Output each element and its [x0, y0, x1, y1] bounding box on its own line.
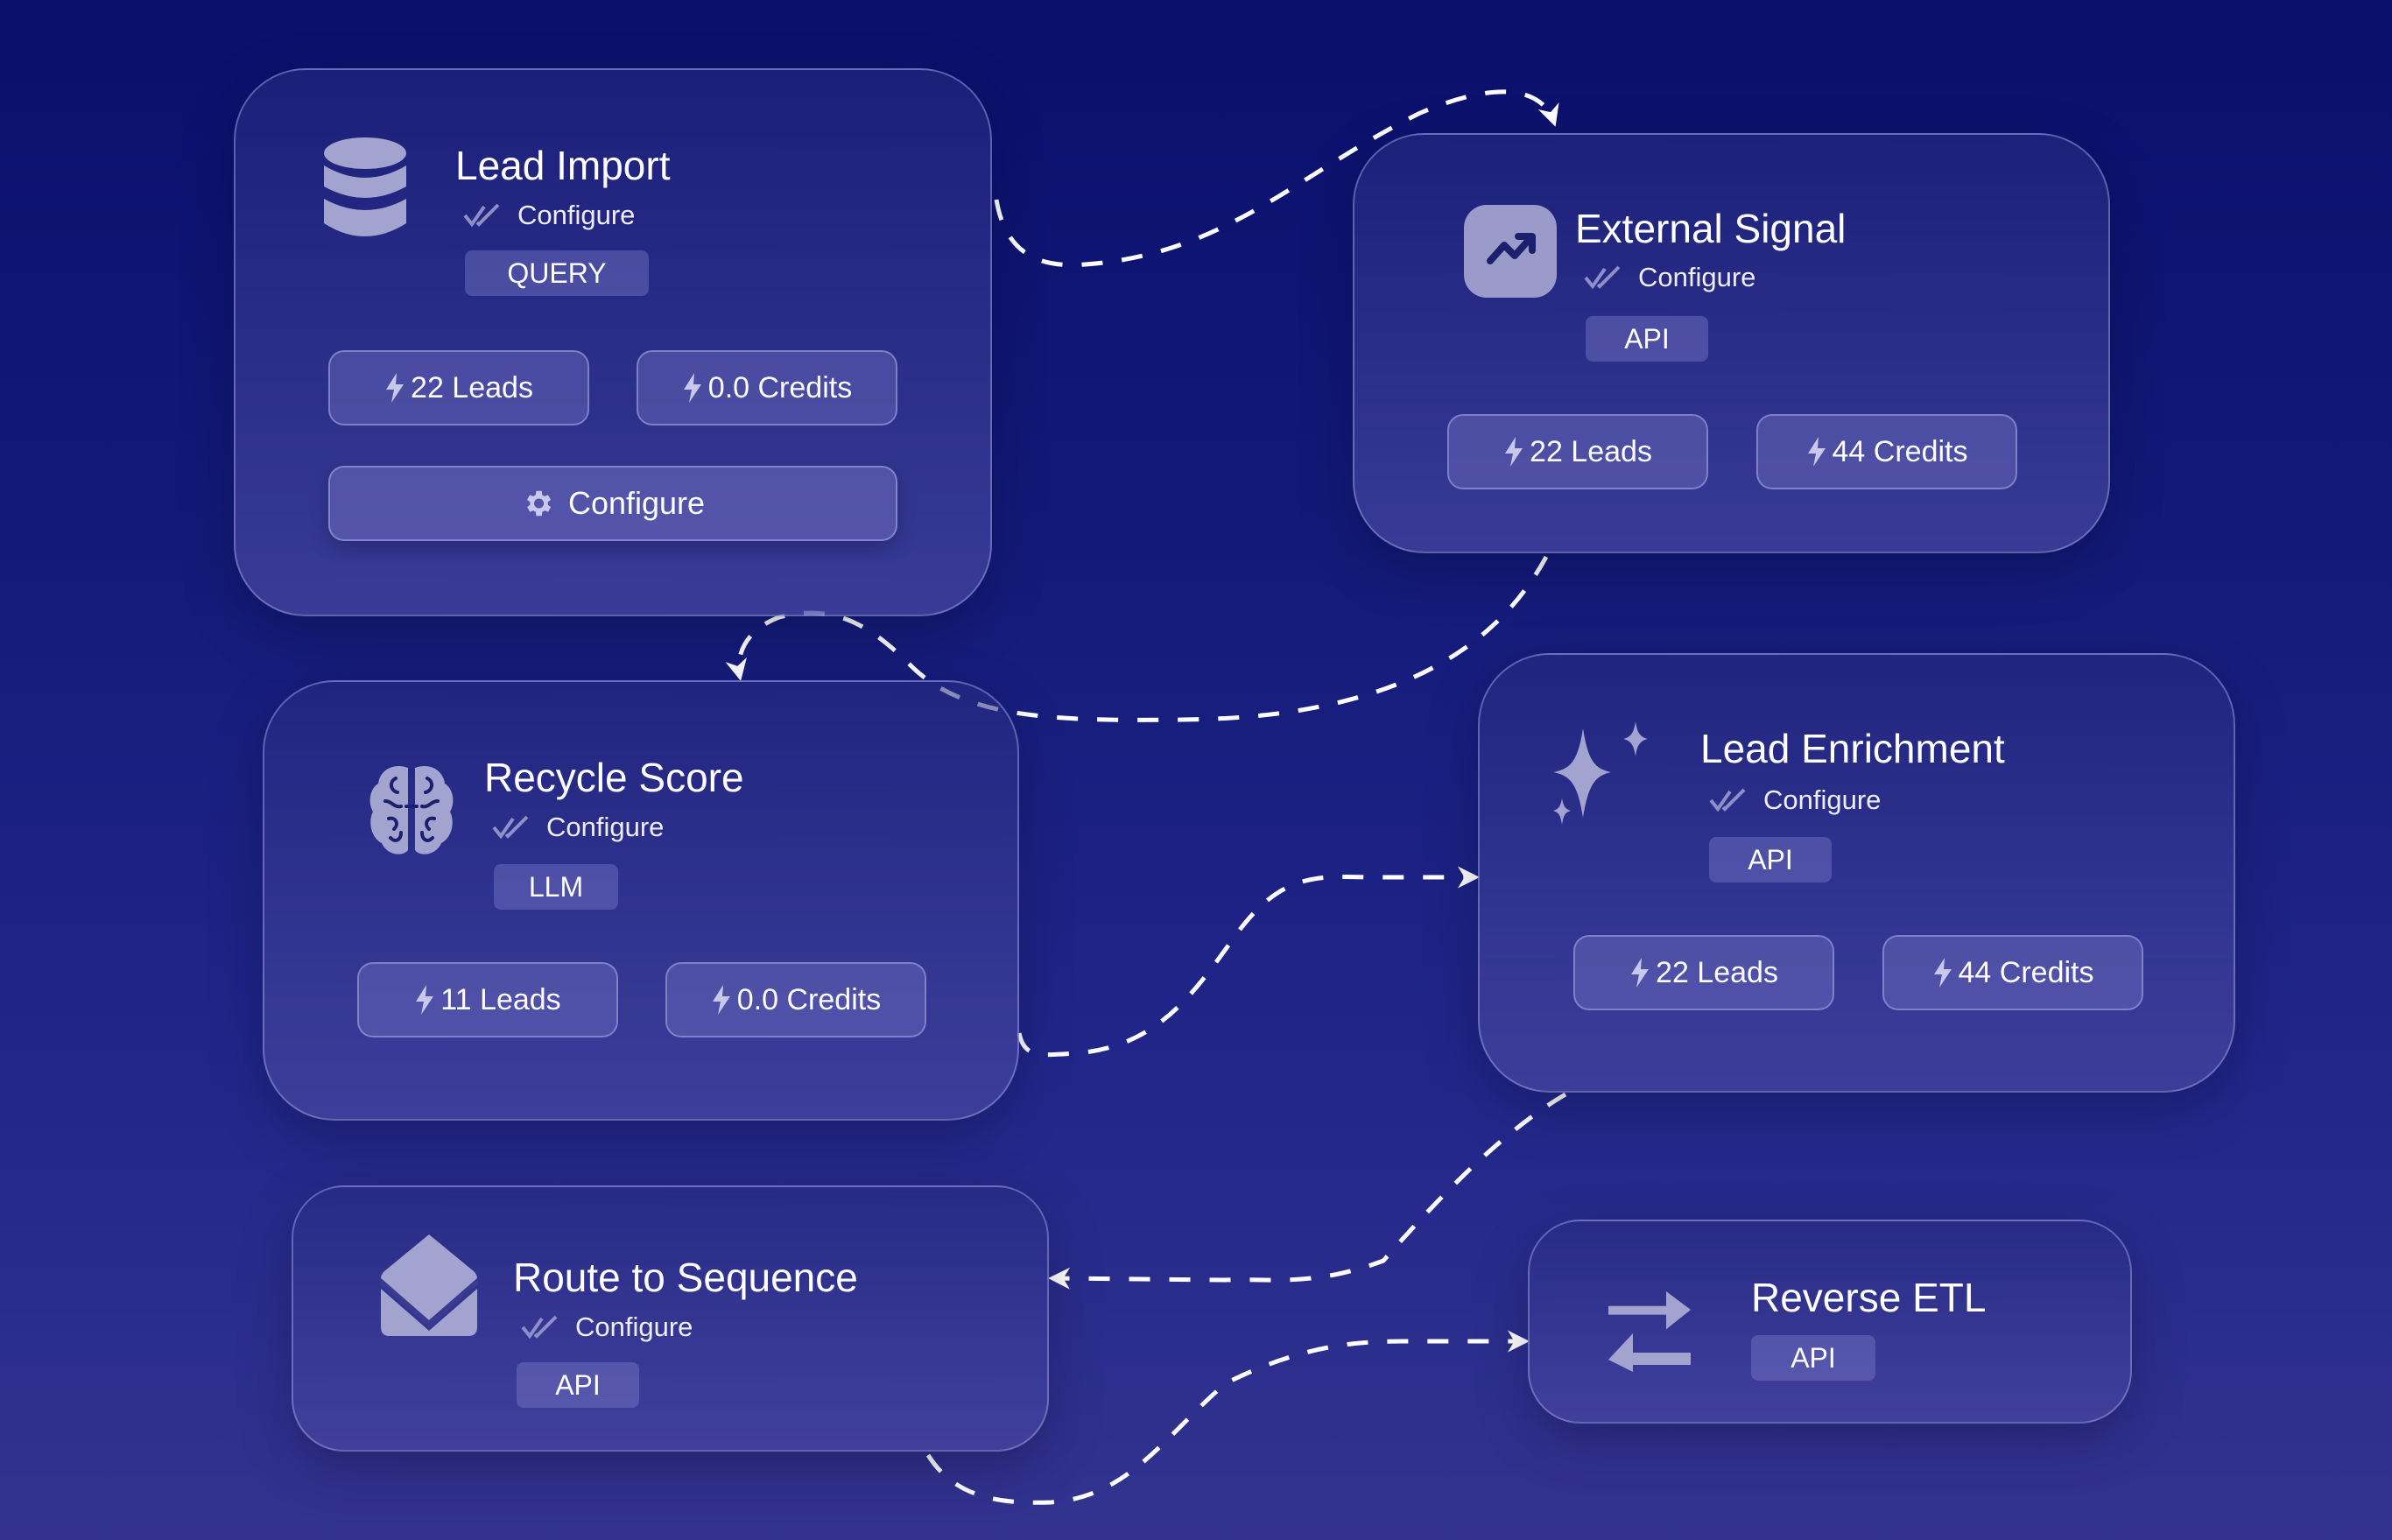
- configure-button[interactable]: Configure: [328, 466, 897, 541]
- lightning-icon: [416, 985, 434, 1015]
- node-type-tag: LLM: [494, 864, 618, 910]
- double-check-icon: [1584, 265, 1621, 290]
- node-status: Configure: [492, 812, 664, 843]
- node-type-tag: API: [1751, 1335, 1875, 1381]
- node-reverse-etl[interactable]: Reverse ETL API: [1528, 1220, 2132, 1424]
- leads-badge[interactable]: 22 Leads: [1447, 414, 1708, 489]
- node-type-tag: API: [1586, 316, 1708, 362]
- envelope-open-icon: [379, 1233, 479, 1338]
- node-status: Configure: [1709, 784, 1881, 816]
- brain-icon: [368, 763, 455, 857]
- node-external-signal[interactable]: External Signal Configure API 22 Leads 4…: [1353, 133, 2110, 553]
- leads-badge[interactable]: 11 Leads: [357, 962, 618, 1037]
- node-title: Route to Sequence: [513, 1255, 858, 1300]
- double-check-icon: [1709, 788, 1746, 812]
- node-type-tag: API: [1709, 837, 1832, 883]
- credits-badge[interactable]: 0.0 Credits: [637, 350, 897, 425]
- lightning-icon: [683, 373, 701, 403]
- node-title: Lead Import: [455, 143, 671, 188]
- node-route-to-sequence[interactable]: Route to Sequence Configure API: [292, 1185, 1049, 1452]
- node-title: External Signal: [1575, 206, 1847, 251]
- double-check-icon: [521, 1315, 558, 1340]
- double-check-icon: [463, 203, 500, 228]
- lightning-icon: [1807, 437, 1826, 467]
- node-type-tag: API: [517, 1362, 639, 1408]
- node-lead-enrichment[interactable]: Lead Enrichment Configure API 22 Leads 4…: [1478, 653, 2235, 1093]
- node-title: Lead Enrichment: [1700, 726, 2005, 771]
- edge-lead-enrichment-to-route-to-sequence: [1048, 1092, 1567, 1290]
- node-type-tag: QUERY: [465, 250, 649, 296]
- node-recycle-score[interactable]: Recycle Score Configure LLM 11 Leads 0.0…: [263, 680, 1019, 1121]
- lightning-icon: [1631, 958, 1650, 988]
- gear-icon: [526, 490, 552, 517]
- lightning-icon: [712, 985, 730, 1015]
- node-title: Recycle Score: [484, 755, 744, 800]
- lightning-icon: [386, 373, 405, 403]
- lightning-icon: [1933, 958, 1952, 988]
- trending-up-icon: [1464, 205, 1557, 298]
- arrows-exchange-icon: [1608, 1291, 1691, 1374]
- leads-badge[interactable]: 22 Leads: [1573, 935, 1834, 1010]
- node-status: Configure: [521, 1311, 693, 1343]
- double-check-icon: [492, 815, 529, 840]
- lightning-icon: [1505, 437, 1523, 467]
- node-status: Configure: [463, 200, 635, 231]
- credits-badge[interactable]: 0.0 Credits: [665, 962, 926, 1037]
- leads-badge[interactable]: 22 Leads: [328, 350, 589, 425]
- database-icon: [322, 136, 408, 241]
- sparkles-icon: [1553, 718, 1658, 832]
- credits-badge[interactable]: 44 Credits: [1756, 414, 2017, 489]
- node-lead-import[interactable]: Lead Import Configure QUERY 22 Leads 0.0…: [234, 68, 992, 616]
- node-status: Configure: [1584, 262, 1755, 293]
- credits-badge[interactable]: 44 Credits: [1882, 935, 2143, 1010]
- edge-recycle-score-to-lead-enrichment: [1017, 866, 1480, 1058]
- node-title: Reverse ETL: [1751, 1275, 1987, 1320]
